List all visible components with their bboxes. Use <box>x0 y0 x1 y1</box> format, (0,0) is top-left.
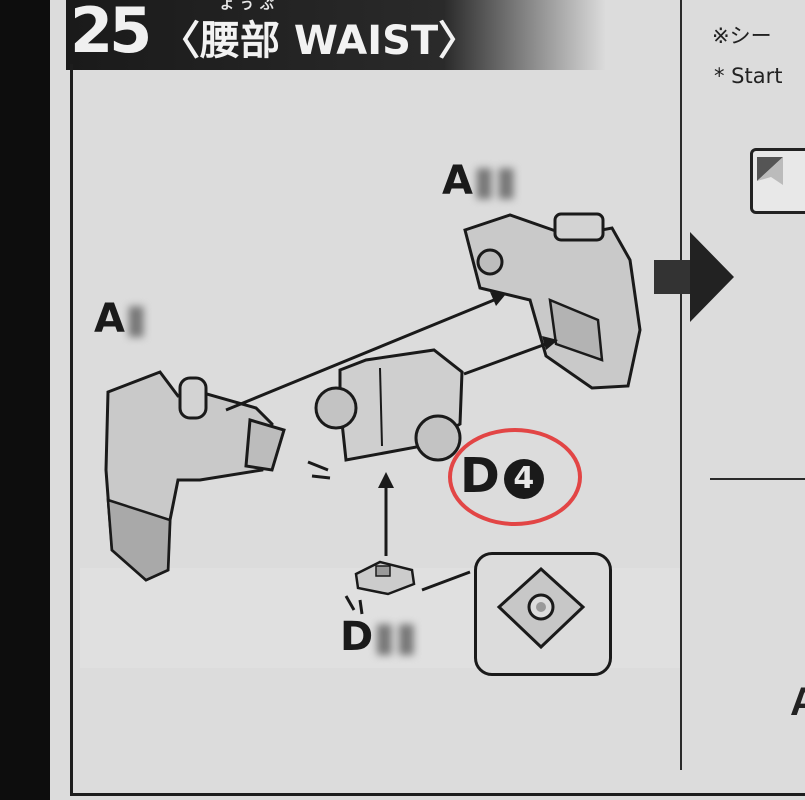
sticker-flag-icon <box>757 157 783 185</box>
part-label-bottom: D▮▮ <box>340 614 417 660</box>
instruction-page: 25 ようぶ 〈腰部 WAIST〉 ※シー * Start A <box>50 0 805 800</box>
center-joint-part-icon <box>314 348 464 462</box>
sticker-note-en: * Start <box>714 64 783 88</box>
highlight-ring <box>448 428 582 526</box>
part-label-top: A▮▮ <box>442 158 517 204</box>
zoom-detail-bubble <box>474 552 612 676</box>
sticker-box <box>750 148 805 214</box>
part-label-left-letter: A <box>94 296 125 342</box>
right-panel-letter: A <box>790 680 805 724</box>
part-label-top-letter: A <box>442 158 473 204</box>
washer-detail-icon <box>496 566 586 650</box>
part-label-left-blur: ▮ <box>124 296 147 342</box>
step-title-box: ようぶ 〈腰部 WAIST〉 <box>160 0 600 70</box>
title-ruby: ようぶ <box>220 0 280 12</box>
left-waist-part-icon <box>104 370 286 582</box>
top-waist-part-icon <box>463 212 642 390</box>
step-frame <box>70 64 805 796</box>
small-washer-part-icon <box>354 560 416 596</box>
assembly-arrows <box>225 292 558 592</box>
next-step-arrow-icon <box>654 232 734 322</box>
panel-divider <box>680 0 682 770</box>
step-number: 25 <box>70 0 152 67</box>
step-title: 〈腰部 WAIST〉 <box>160 18 479 64</box>
part-label-bottom-blur: ▮▮ <box>373 614 418 660</box>
waist-assembly-drawing <box>104 212 642 647</box>
part-label-bottom-letter: D <box>340 614 374 660</box>
sticker-note-jp: ※シー <box>712 24 772 48</box>
panel-divider-horizontal <box>710 478 805 480</box>
step-header-band <box>66 0 606 70</box>
part-label-top-blur: ▮▮ <box>472 158 517 204</box>
part-label-left: A▮ <box>94 296 147 342</box>
